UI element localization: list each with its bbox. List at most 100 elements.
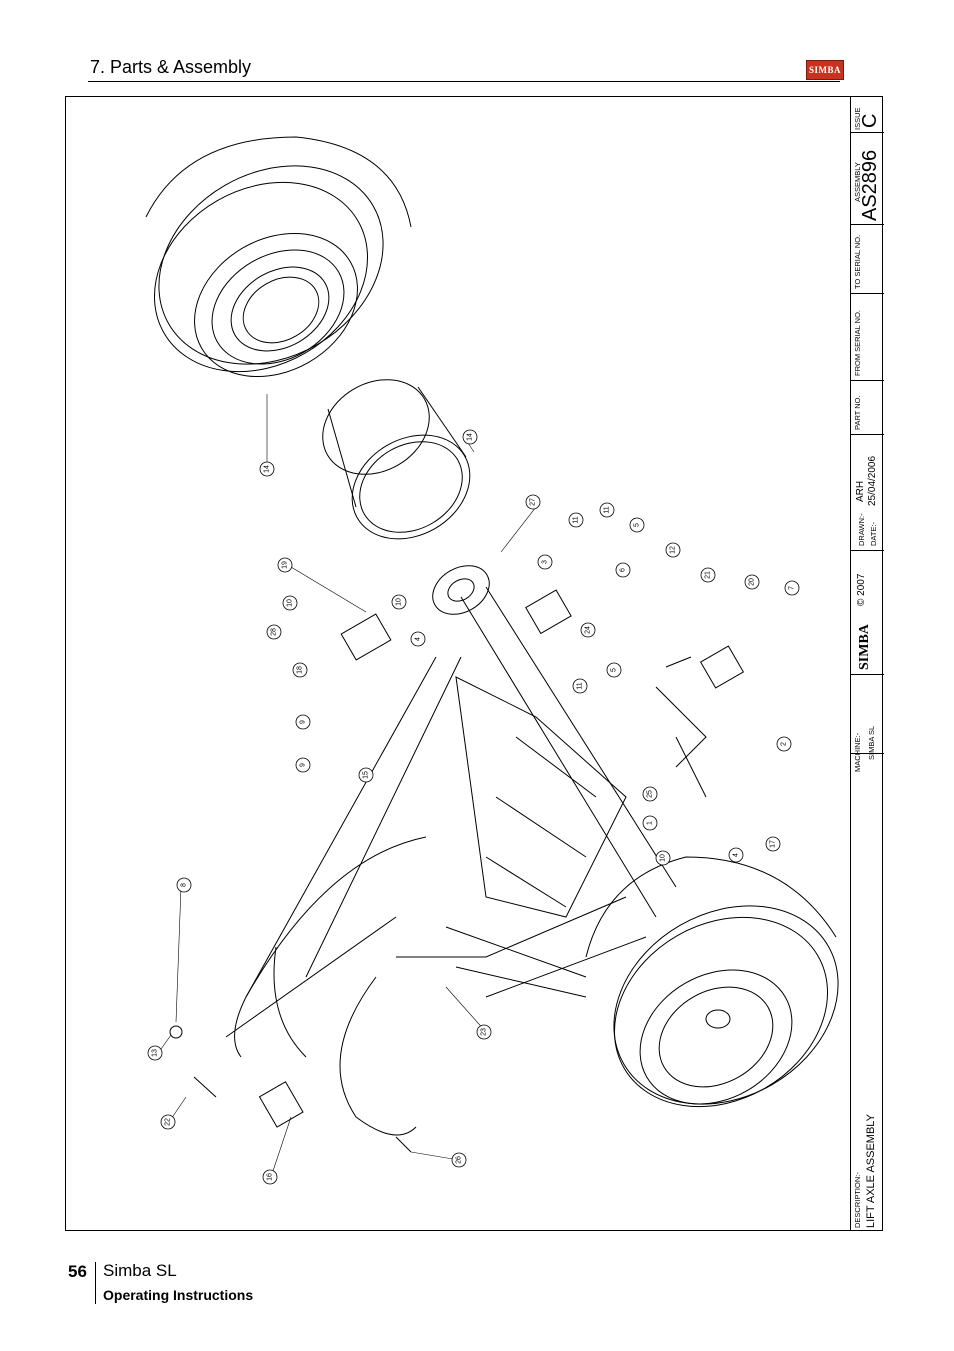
title-block: ISSUE C ASSEMBLY AS2896 TO SERIAL NO. FR… [850,96,884,1231]
callout-number: 18 [297,666,304,674]
callout-number: 7 [789,586,796,590]
drawing-frame [65,96,883,1231]
callout-number: 10 [396,598,403,606]
callout-bubble [629,517,645,533]
footer-rule [95,1262,96,1304]
callout-bubble [728,847,744,863]
tyre-bottom [585,856,839,1108]
callout-number: 20 [749,578,756,586]
callout-bubble [572,678,588,694]
date-value: 25/04/2006 [867,455,878,506]
callout-number: 11 [577,682,584,689]
callout-bubble [665,542,681,558]
callout-number: 5 [634,523,641,527]
callout-bubble [537,554,553,570]
callout-bubble [282,595,298,611]
callout-number: 10 [660,854,667,862]
callout-bubble [295,757,311,773]
callout-number: 6 [620,568,627,572]
description-label: DESCRIPTION:- [853,1172,862,1228]
callout-number: 27 [530,498,537,506]
callout-number: 17 [770,840,777,848]
callout-bubble [266,624,282,640]
header-rule [88,81,840,82]
callout-number: 8 [181,883,188,887]
callout-number: 3 [542,560,549,564]
description-value: LIFT AXLE ASSEMBLY [865,1114,877,1228]
title-block-logo: SIMBA [857,624,872,670]
callout-bubble [599,502,615,518]
callout-number: 4 [415,637,422,641]
callout-number: 1 [647,821,654,825]
issue-value: C [859,113,881,128]
callout-number: 23 [481,1028,488,1036]
callout-number: 14 [467,433,474,441]
callout-number: 21 [705,571,712,579]
to-serial-label: TO SERIAL NO. [853,234,862,289]
machine-label: MACHINE:- [853,732,862,772]
callout-number: 2 [781,742,788,746]
assembly-value: AS2896 [859,149,881,221]
callout-number: 15 [363,771,370,779]
callout-bubble [655,850,671,866]
callout-bubble [784,580,800,596]
callout-number: 25 [647,790,654,798]
callout-number: 9 [300,720,307,724]
section-title: 7. Parts & Assembly [90,57,252,77]
callout-number: 19 [282,561,289,569]
callout-number: 11 [604,506,611,513]
brand-logo-text: SIMBA [808,65,841,75]
callout-bubble [615,562,631,578]
date-label: DATE:- [869,521,878,546]
machine-value: SIMBA SL [867,725,876,760]
callout-bubble [358,767,374,783]
callout-number: 26 [456,1156,463,1164]
page-number: 56 [68,1262,87,1281]
callout-bubble [776,736,792,752]
callout-bubble [259,461,275,477]
product-name: Simba SL [103,1261,177,1280]
callout-number: 4 [733,853,740,857]
callout-bubble [580,622,596,638]
callout-bubble [391,594,407,610]
callout-bubble [451,1152,467,1168]
wheel-rim [322,379,471,540]
callout-bubble [295,714,311,730]
callout-number: 9 [300,763,307,767]
drawn-label: DRAWN:- [857,513,866,546]
callout-number: 16 [267,1173,274,1181]
callout-bubble [642,786,658,802]
callout-number: 5 [611,668,618,672]
callout-number: 24 [585,626,592,634]
callout-bubble [277,557,293,573]
axle-frame [225,586,677,1136]
callout-bubble [765,836,781,852]
hub [432,565,490,615]
callout-bubble [292,662,308,678]
callout-bubble [642,815,658,831]
copyright: © 2007 [856,573,867,606]
callout-bubble [476,1024,492,1040]
callout-bubble [462,429,478,445]
callout-bubble [525,494,541,510]
manual-subtitle: Operating Instructions [103,1287,254,1303]
callout-number: 11 [573,516,580,523]
callout-bubble [606,662,622,678]
tyre-top [145,136,412,378]
drawn-value: ARH [855,480,866,502]
callout-number: 28 [271,628,278,636]
from-serial-label: FROM SERIAL NO. [853,310,862,376]
callout-number: 12 [670,546,677,554]
part-no-label: PART NO. [853,395,862,430]
brand-logo: SIMBA [806,60,844,80]
callout-bubble [700,567,716,583]
callout-number: 10 [287,599,294,607]
callout-number: 13 [152,1049,159,1057]
callout-bubble [262,1169,278,1185]
callout-bubble [568,512,584,528]
hardware-parts [169,589,745,1153]
callout-bubble [176,877,192,893]
callout-number: 22 [165,1118,172,1126]
callout-bubble [147,1045,163,1061]
